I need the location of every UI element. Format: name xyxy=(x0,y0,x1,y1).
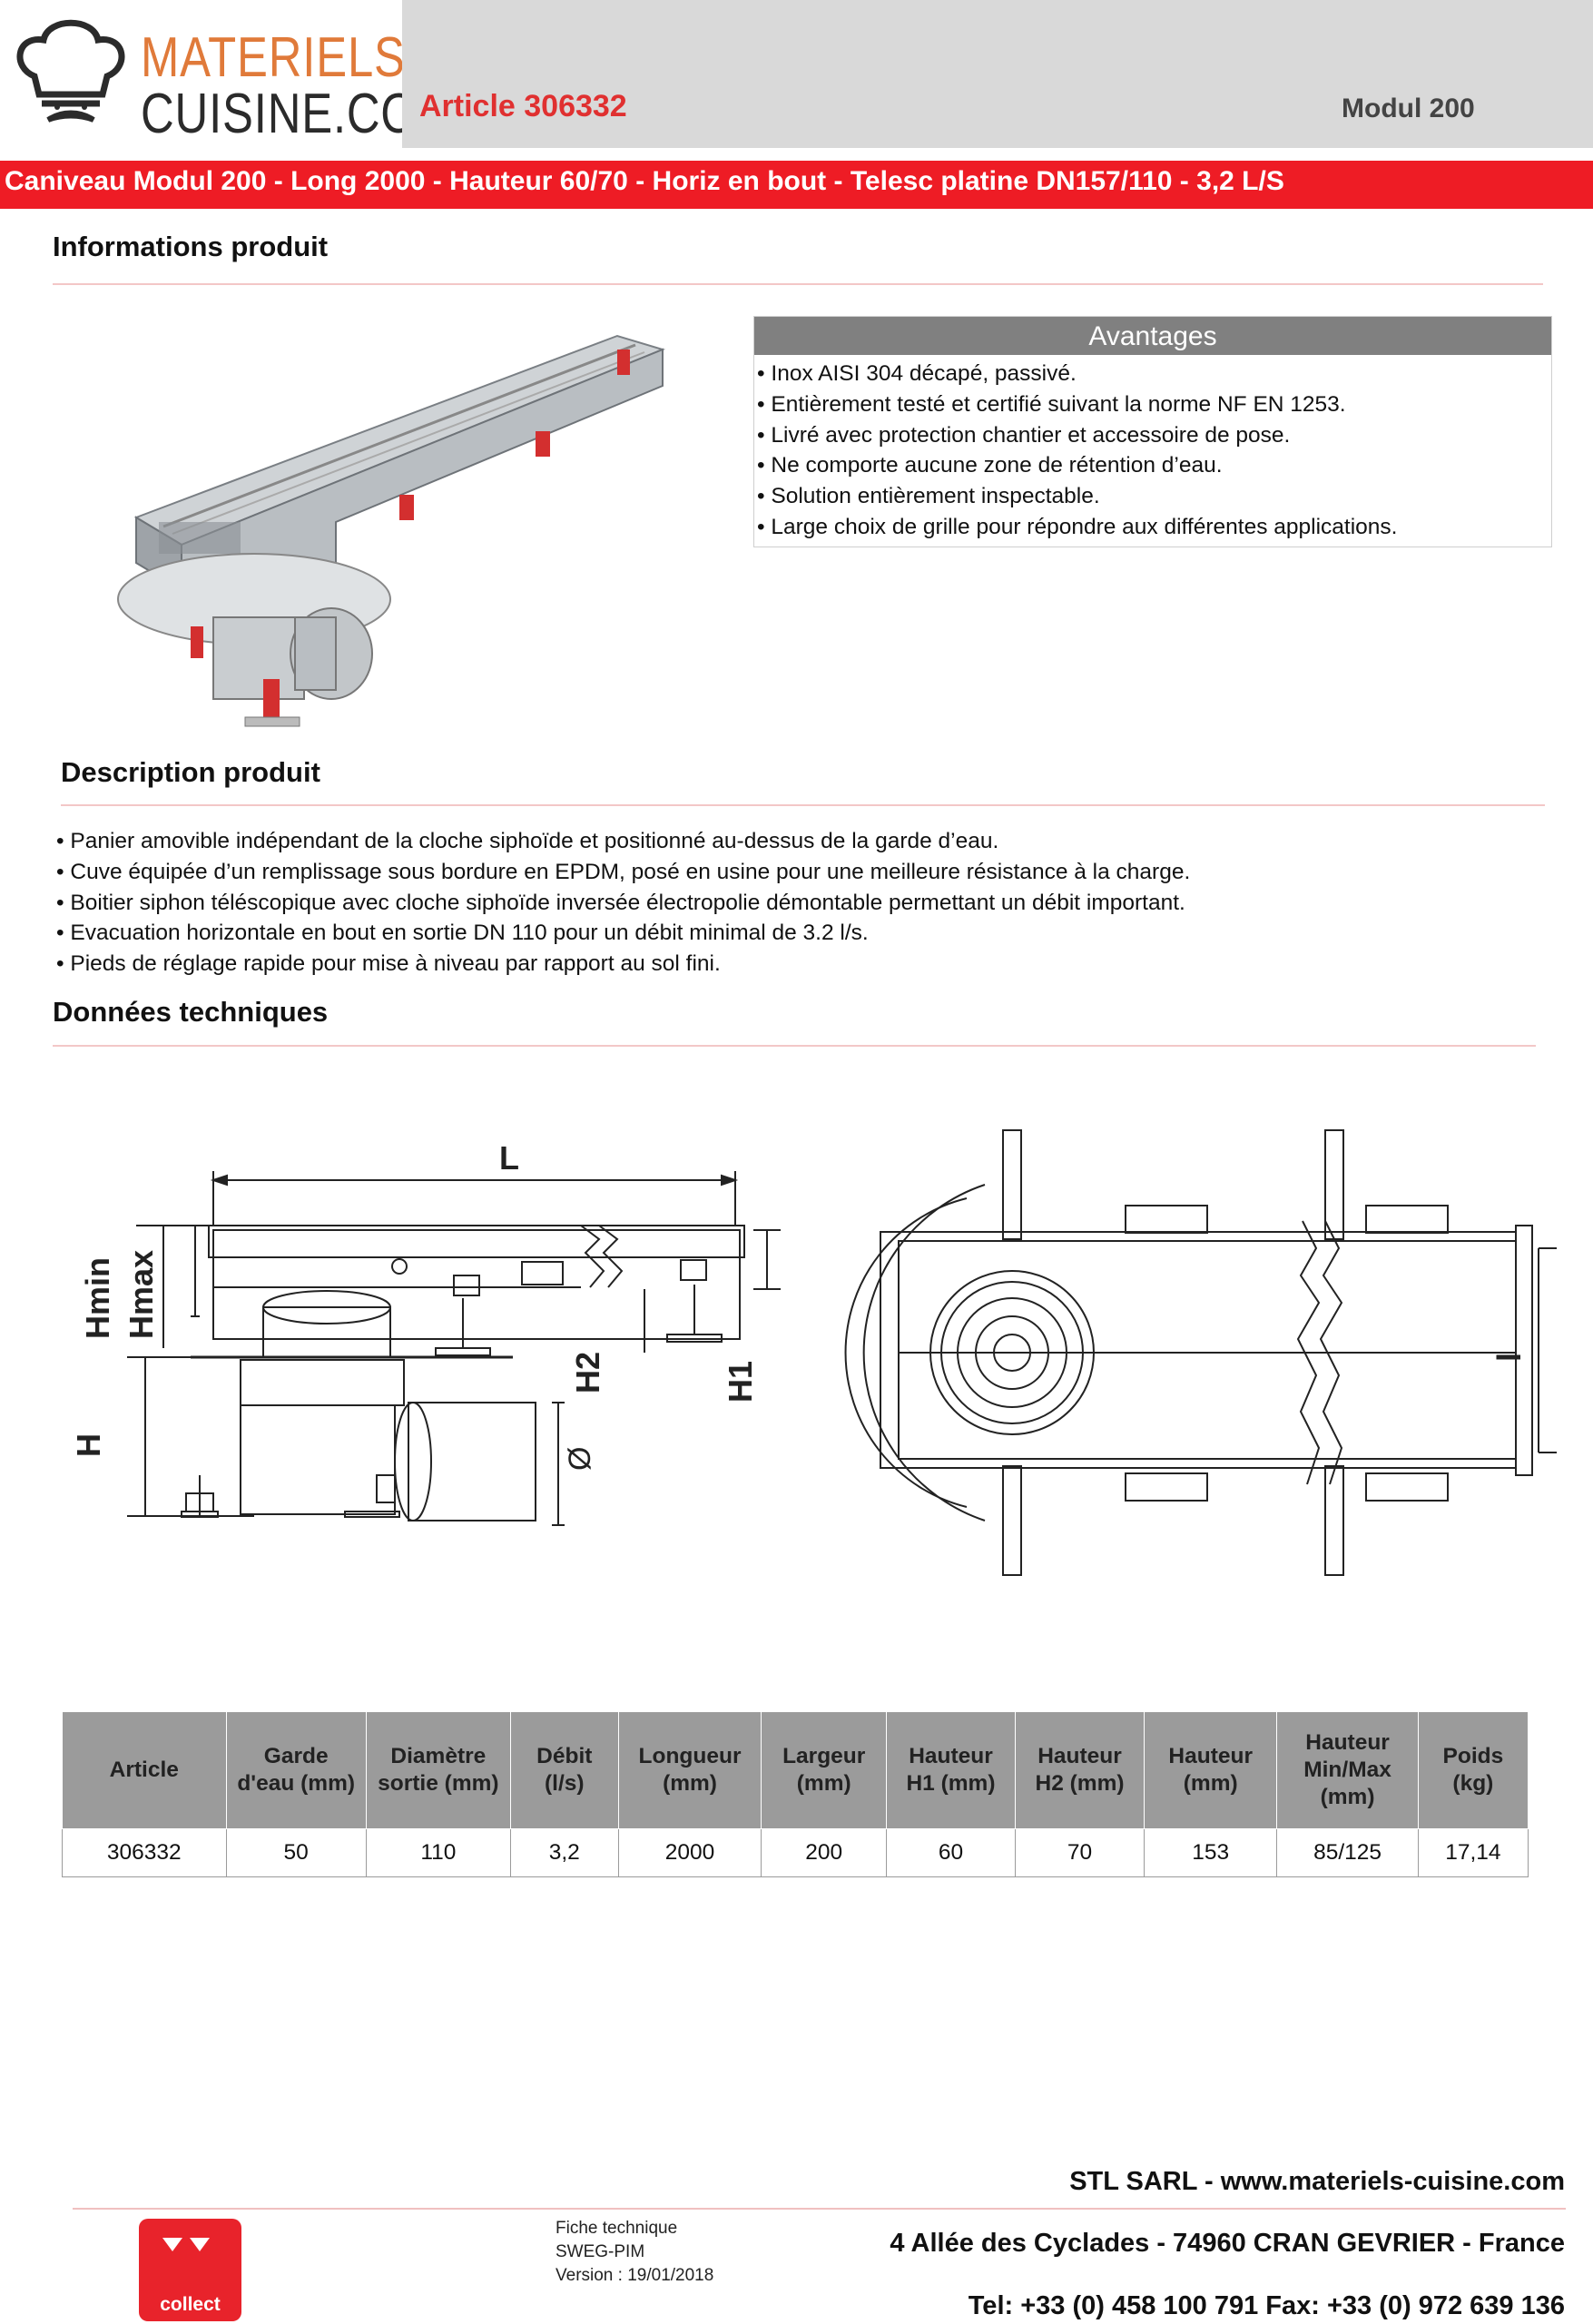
table-header-cell: Poids (kg) xyxy=(1417,1711,1529,1829)
list-item: • Inox AISI 304 décapé, passivé. xyxy=(757,361,1077,386)
fiche-title: Fiche technique xyxy=(556,2219,678,2238)
footer-company: STL SARL - www.materiels-cuisine.com xyxy=(1069,2167,1565,2196)
article-number: Article 306332 xyxy=(419,89,627,123)
header-text: (l/s) xyxy=(545,1771,585,1796)
header-text: Poids xyxy=(1442,1744,1504,1768)
table-cell: 50 xyxy=(225,1828,367,1877)
title-band xyxy=(0,161,1593,209)
list-item: • Pieds de réglage rapide pour mise à ni… xyxy=(56,951,721,977)
table-cell: 60 xyxy=(885,1828,1017,1877)
advantages-title: Avantages xyxy=(754,317,1551,355)
table-cell: 70 xyxy=(1015,1828,1146,1877)
list-item: • Cuve équipée d’un remplissage sous bor… xyxy=(56,859,1191,884)
dim-label-hmax: Hmax xyxy=(123,1250,160,1339)
description-list: • Panier amovible indépendant de la cloc… xyxy=(56,826,1190,980)
list-item: • Panier amovible indépendant de la cloc… xyxy=(56,829,999,853)
header-text: (mm) xyxy=(1320,1785,1375,1809)
description-section-title: Description produit xyxy=(61,756,320,788)
list-item: • Ne comporte aucune zone de rétention d… xyxy=(757,453,1223,478)
side-view-drawing: L Hmin Hmax H H2 H1 Ø xyxy=(70,1139,781,1526)
header-text: (mm) xyxy=(1183,1771,1238,1796)
header-text: (mm) xyxy=(796,1771,851,1796)
list-item: • Livré avec protection chantier et acce… xyxy=(757,422,1291,448)
header-text: Hauteur xyxy=(1305,1730,1390,1755)
product-image xyxy=(117,334,666,727)
table-header-cell: Hauteur (mm) xyxy=(1144,1711,1278,1829)
dim-label-h: H xyxy=(70,1433,107,1457)
header-text: d'eau (mm) xyxy=(237,1771,356,1796)
header-text: Hauteur xyxy=(1037,1744,1122,1768)
chef-icon xyxy=(16,19,125,123)
list-item: • Evacuation horizontale en bout en sort… xyxy=(56,921,869,946)
dim-label-diameter: Ø xyxy=(563,1447,597,1471)
table-cell: 153 xyxy=(1144,1828,1278,1877)
collect-logo: collect xyxy=(139,2219,241,2321)
header-text: Diamètre xyxy=(390,1744,487,1768)
table-header-cell: Hauteur H2 (mm) xyxy=(1015,1711,1146,1829)
header-text: sortie (mm) xyxy=(378,1771,499,1796)
header-text: Largeur xyxy=(782,1744,866,1768)
footer-address: 4 Allée des Cyclades - 74960 CRAN GEVRIE… xyxy=(890,2229,1565,2258)
technical-data-table: Article Garde d'eau (mm) Diamètre sortie (mm… xyxy=(62,1711,1529,1877)
top-view-drawing: l xyxy=(844,1129,1557,1576)
logo: MATERIELS CUISINE.COM xyxy=(0,0,456,148)
advantages-box: Avantages • Inox AISI 304 décapé, passiv… xyxy=(753,316,1552,547)
header-text: Article xyxy=(109,1758,179,1782)
table-header-cell: Hauteur H1 (mm) xyxy=(885,1711,1017,1829)
divider xyxy=(53,1045,1536,1047)
header-text: (kg) xyxy=(1452,1771,1494,1796)
table-header-cell: Diamètre sortie (mm) xyxy=(365,1711,511,1829)
tech-section-title: Données techniques xyxy=(53,996,329,1028)
header-text: (mm) xyxy=(663,1771,717,1796)
table-header-row: Article Garde d'eau (mm) Diamètre sortie (mm… xyxy=(62,1711,1529,1829)
list-item: • Entièrement testé et certifié suivant … xyxy=(757,391,1346,417)
fiche-code: SWEG-PIM xyxy=(556,2242,645,2261)
table-cell: 306332 xyxy=(62,1828,227,1877)
dim-label-L: L xyxy=(499,1139,519,1177)
divider xyxy=(61,804,1545,806)
table-cell: 110 xyxy=(365,1828,511,1877)
table-cell: 200 xyxy=(761,1828,887,1877)
document-info: Fiche technique SWEG-PIM Version : 19/01… xyxy=(556,2217,713,2288)
list-item: • Boitier siphon téléscopique avec cloch… xyxy=(56,890,1185,915)
header-text: Min/Max xyxy=(1303,1758,1391,1782)
table-header-cell: Largeur (mm) xyxy=(761,1711,887,1829)
dim-label-width: l xyxy=(1490,1353,1528,1362)
list-item: • Large choix de grille pour répondre au… xyxy=(757,514,1398,539)
collect-arrows-icon xyxy=(162,2238,210,2251)
list-item: • Solution entièrement inspectable. xyxy=(757,484,1100,509)
dim-label-hmin: Hmin xyxy=(79,1257,116,1339)
divider xyxy=(53,283,1543,285)
table-header-cell: Longueur (mm) xyxy=(617,1711,762,1829)
advantages-list: • Inox AISI 304 décapé, passivé. • Entiè… xyxy=(754,359,1397,543)
table-cell: 17,14 xyxy=(1417,1828,1529,1877)
fiche-version: Version : 19/01/2018 xyxy=(556,2266,714,2285)
header-text: H1 (mm) xyxy=(906,1771,996,1796)
table-cell: 2000 xyxy=(617,1828,762,1877)
table-header-cell: Garde d'eau (mm) xyxy=(225,1711,367,1829)
header-bar xyxy=(402,0,1593,148)
table-cell: 3,2 xyxy=(509,1828,619,1877)
table-cell: 85/125 xyxy=(1276,1828,1419,1877)
collect-label: collect xyxy=(160,2294,221,2315)
header-text: H2 (mm) xyxy=(1035,1771,1125,1796)
table-header-cell: Article xyxy=(62,1711,227,1829)
logo-line-1: MATERIELS xyxy=(141,26,406,89)
footer-phone: Tel: +33 (0) 458 100 791 Fax: +33 (0) 97… xyxy=(968,2291,1565,2320)
header-text: Hauteur xyxy=(1168,1744,1253,1768)
header-text: Garde xyxy=(263,1744,329,1768)
dim-label-h2: H2 xyxy=(569,1352,606,1393)
divider xyxy=(73,2208,1566,2210)
product-range: Modul 200 xyxy=(1342,94,1475,123)
dim-label-h1: H1 xyxy=(722,1361,759,1403)
header-text: Hauteur xyxy=(909,1744,993,1768)
info-section-title: Informations produit xyxy=(53,231,329,262)
product-name: Caniveau Modul 200 - Long 2000 - Hauteur… xyxy=(5,166,1284,196)
table-header-cell: Débit (l/s) xyxy=(509,1711,619,1829)
header-text: Débit xyxy=(536,1744,593,1768)
header-text: Longueur xyxy=(638,1744,742,1768)
